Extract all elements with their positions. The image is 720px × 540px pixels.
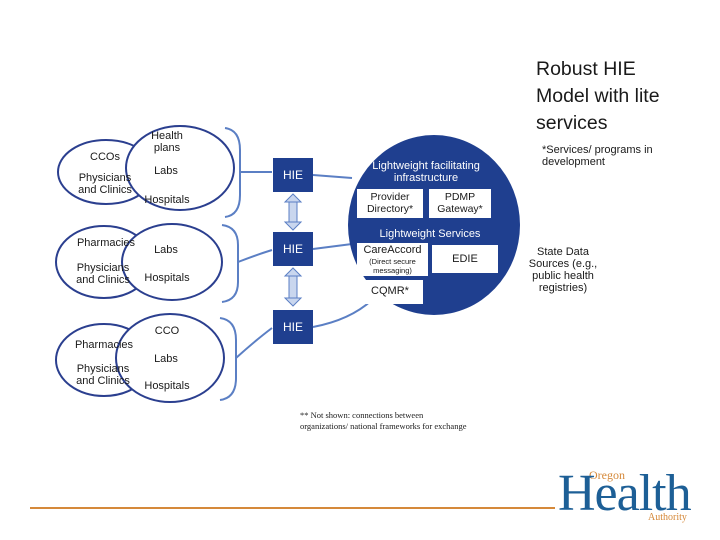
pdmp-gateway-label: PDMP Gateway* [437,191,483,215]
arrow-hie-1-2 [283,193,303,231]
pharmacies-label: Pharmacies [76,237,136,249]
hie-box-1 [273,158,313,192]
diagram-title: Robust HIE Model with lite services [536,58,660,134]
hospitals-label-3: Hospitals [144,380,190,392]
hie-box-3 [273,310,313,344]
health-plans-label: Health plans [151,130,183,154]
logo-big-text: Health [558,465,692,522]
link-hub-2 [312,243,353,250]
services-note: *Services/ programs in development [542,144,653,168]
pdmp-gateway-box [429,189,491,218]
footnote: ** Not shown: connections between organi… [300,410,467,431]
logo-small-text: Oregon [589,468,625,482]
hie-label-2: HIE [282,242,303,256]
group-2 [55,223,223,301]
bracket-3 [219,317,237,401]
edie-label: EDIE [452,253,478,265]
hie-box-2 [273,232,313,266]
bracket-2 [221,224,239,303]
careaccord-sub-label: (Direct secure messaging) [369,257,416,275]
group-3 [55,313,225,403]
edie-box [432,245,498,273]
pharmacies-label-3: Pharmacies [74,339,134,351]
labs-label-3: Labs [154,353,178,365]
providers-ellipse-2 [121,223,223,301]
link-hub-1 [312,174,353,179]
labs-label-2: Labs [154,244,178,256]
infrastructure-title: Lightweight facilitating infrastructure [372,160,480,184]
link-hub-3 [312,299,373,328]
physicians-label-2: Physicians and Clinics [76,262,130,286]
hospitals-label-2: Hospitals [144,272,190,284]
services-title: Lightweight Services [379,228,481,240]
providers-ellipse [125,125,235,211]
hie-label-3: HIE [282,320,303,334]
labs-label: Labs [154,165,178,177]
ccos-label: CCOs [90,151,120,163]
physicians-label-3: Physicians and Clinics [76,363,130,387]
link-hie-3 [235,327,273,359]
group-1 [57,125,235,211]
careaccord-box [357,243,428,276]
cco-label: CCO [154,325,180,337]
provider-directory-box [357,189,423,218]
careaccord-label: CareAccord [363,244,422,256]
hospitals-label: Hospitals [144,194,190,206]
link-hie-2 [237,249,273,263]
hie-label-1: HIE [282,168,303,182]
providers-ellipse-3 [115,313,225,403]
physicians-label: Physicians and Clinics [78,172,132,196]
state-data-sources: State Data Sources (e.g., public health … [528,246,598,294]
provider-directory-label: Provider Directory* [366,191,414,215]
cqmr-label: CQMR* [371,285,409,297]
cqmr-box [357,280,423,304]
logo-sub-text: Authority [648,512,687,523]
arrow-hie-2-3 [283,267,303,307]
